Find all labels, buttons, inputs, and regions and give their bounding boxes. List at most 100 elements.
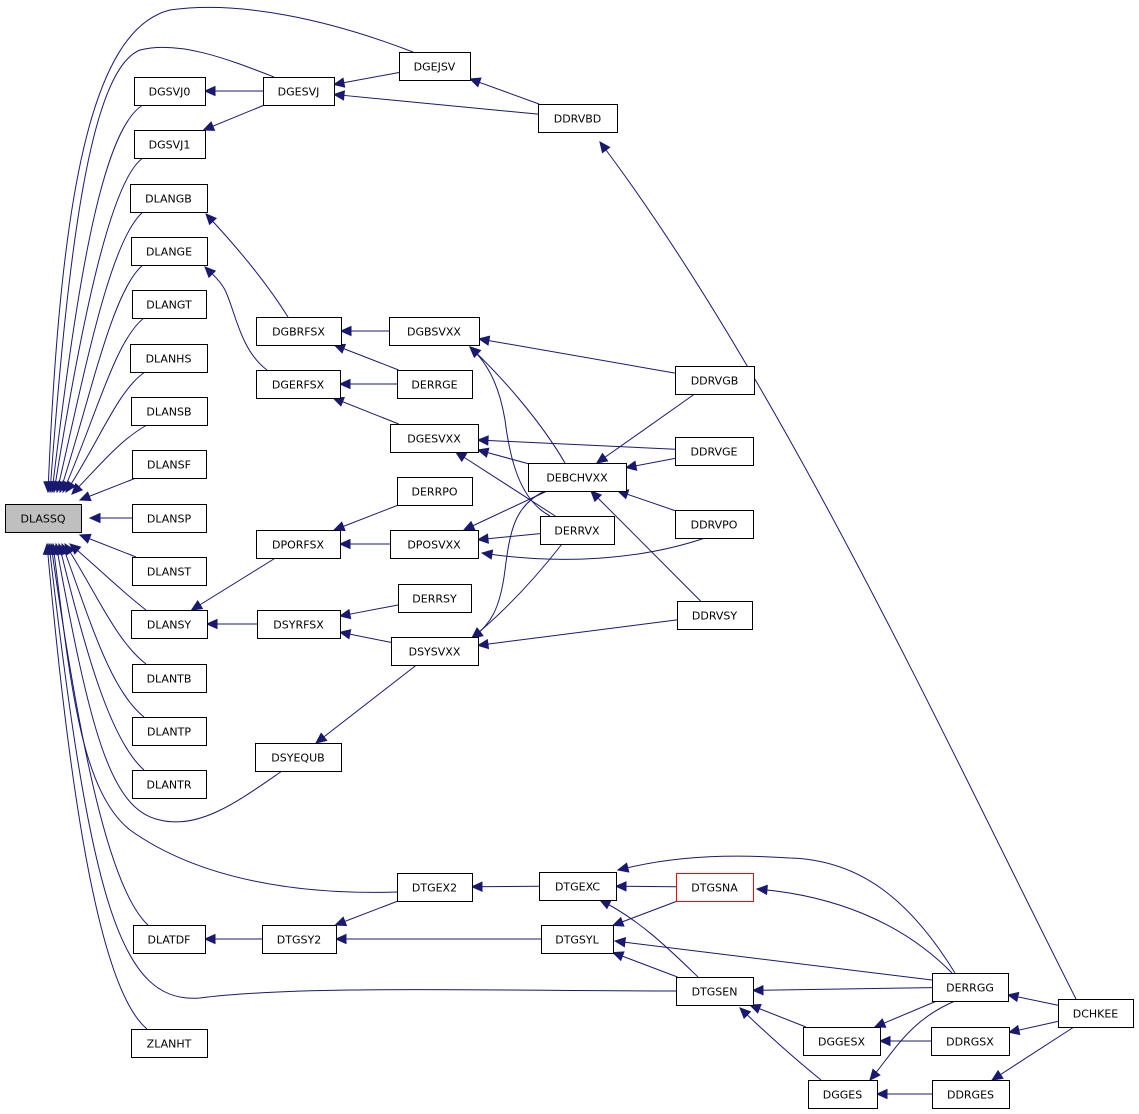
edge-ddrges-to-dgges (875, 1088, 932, 1100)
node-label: DTGSEN (692, 986, 738, 999)
node-label: DGESVJ (278, 86, 320, 99)
node-debchvxx[interactable]: DEBCHVXX (528, 463, 627, 492)
edge-derrpo-to-dporfsx (332, 504, 399, 532)
edge-derrge-to-dgerfsx (338, 378, 397, 390)
node-label: DDRVSY (692, 610, 737, 623)
node-dporfsx[interactable]: DPORFSX (256, 530, 341, 559)
node-box (131, 237, 208, 266)
edge-line (334, 344, 399, 371)
edge-dgsvj0-to-dlassq (48, 104, 144, 494)
edge-line (612, 900, 678, 926)
node-dtgex2[interactable]: DTGEX2 (397, 873, 473, 902)
node-dlangb[interactable]: DLANGB (130, 184, 208, 213)
edge-line (64, 543, 147, 665)
node-dlansy[interactable]: DLANSY (131, 610, 208, 639)
arrowhead-icon (878, 1035, 891, 1047)
node-ddrvgb[interactable]: DDRVGB (675, 366, 755, 395)
node-box (257, 610, 341, 639)
arrowhead-icon (338, 629, 352, 640)
node-dgsvj1[interactable]: DGSVJ1 (134, 130, 206, 159)
node-dgesvj[interactable]: DGESVJ (263, 77, 335, 106)
edge-ddrvsy-to-dsysvxx (476, 619, 678, 650)
node-dgsvj0[interactable]: DGSVJ0 (134, 77, 206, 106)
node-dtgexc[interactable]: DTGEXC (539, 872, 617, 901)
node-dlansb[interactable]: DLANSB (131, 397, 208, 426)
node-dlange[interactable]: DLANGE (131, 237, 208, 266)
node-dlatdf[interactable]: DLATDF (133, 925, 206, 954)
node-dtgsen[interactable]: DTGSEN (676, 977, 754, 1006)
node-derrgg[interactable]: DERRGG (932, 973, 1009, 1002)
node-dlansf[interactable]: DLANSF (132, 450, 207, 479)
edge-line (333, 397, 399, 425)
node-ddrgsx[interactable]: DDRGSX (931, 1027, 1010, 1056)
edge-dlanhs-to-dlassq (65, 371, 146, 494)
node-dgejsv[interactable]: DGEJSV (399, 52, 471, 81)
arrowhead-icon (88, 512, 101, 524)
node-label: DLANSF (147, 459, 191, 472)
node-ddrges[interactable]: DDRGES (932, 1080, 1010, 1109)
edge-debchvxx-to-dgbsvxx (469, 346, 566, 464)
arrowhead-icon (875, 1088, 888, 1100)
edge-ddrvpo-to-dposvxx (480, 537, 706, 560)
node-dgges[interactable]: DGGES (808, 1080, 878, 1109)
edge-ddrvge-to-debchvxx (624, 457, 676, 471)
edge-line (471, 543, 563, 639)
node-dlantb[interactable]: DLANTB (132, 664, 207, 693)
arrowhead-icon (469, 346, 482, 358)
node-dlansp[interactable]: DLANSP (132, 504, 207, 533)
node-box (676, 873, 754, 902)
arrowhead-icon (334, 933, 347, 945)
node-box (389, 317, 480, 346)
node-dggesx[interactable]: DGGESX (803, 1027, 881, 1056)
node-ddrvpo[interactable]: DDRVPO (675, 510, 754, 539)
arrowhead-icon (624, 460, 638, 471)
node-box (131, 610, 208, 639)
edge-dporfsx-to-dlansy (190, 557, 276, 611)
node-box (541, 925, 614, 954)
node-derrsy[interactable]: DERRSY (398, 584, 472, 613)
node-dtgsy2[interactable]: DTGSY2 (262, 925, 337, 954)
node-box (675, 437, 754, 466)
arrowhead-icon (476, 638, 490, 650)
edge-line (203, 104, 265, 131)
node-dgbrfsx[interactable]: DGBRFSX (256, 317, 342, 346)
node-dgesvxx[interactable]: DGESVXX (390, 424, 479, 453)
node-dlantp[interactable]: DLANTP (132, 717, 207, 746)
node-dlangt[interactable]: DLANGT (132, 290, 207, 319)
nodes-layer: DLASSQDGSVJ0DGSVJ1DGESVJDGEJSVDDRVBDDLAN… (5, 52, 1134, 1109)
edge-line (481, 537, 706, 560)
node-dlantr[interactable]: DLANTR (132, 770, 207, 799)
node-label: DGESVXX (407, 433, 461, 446)
node-dsyequb[interactable]: DSYEQUB (255, 743, 342, 772)
node-label: DERRGE (411, 379, 457, 392)
edge-line (56, 211, 144, 493)
node-dgerfsx[interactable]: DGERFSX (256, 370, 341, 399)
edge-derrvx-to-dgbsvxx (469, 346, 551, 517)
node-dlanst[interactable]: DLANST (132, 557, 207, 586)
node-dtgsna[interactable]: DTGSNA (676, 873, 754, 902)
node-ddrvge[interactable]: DDRVGE (675, 437, 754, 466)
edge-line (599, 141, 1077, 1000)
node-ddrvsy[interactable]: DDRVSY (677, 601, 753, 630)
node-zlanht[interactable]: ZLANHT (131, 1029, 208, 1058)
node-dlanhs[interactable]: DLANHS (130, 344, 208, 373)
node-derrpo[interactable]: DERRPO (397, 477, 473, 506)
edge-dlangb-to-dlassq (54, 211, 144, 494)
node-derrge[interactable]: DERRGE (397, 370, 473, 399)
node-dsyrfsx[interactable]: DSYRFSX (257, 610, 341, 639)
node-dsysvxx[interactable]: DSYSVXX (391, 637, 479, 666)
node-label: DLANTR (147, 779, 192, 792)
node-dchkee[interactable]: DCHKEE (1058, 999, 1134, 1028)
node-box (399, 52, 471, 81)
edge-line (52, 543, 398, 893)
edge-derrgg-to-dgges (869, 1000, 956, 1081)
node-dgbsvxx[interactable]: DGBSVXX (389, 317, 480, 346)
node-ddrvbd[interactable]: DDRVBD (538, 104, 618, 133)
node-derrvx[interactable]: DERRVX (540, 516, 615, 545)
edge-derrge-to-dgbrfsx (333, 343, 399, 371)
node-dposvxx[interactable]: DPOSVXX (390, 530, 479, 559)
edge-dlansp-to-dlassq (88, 512, 132, 524)
node-box (539, 872, 617, 901)
node-dtgsyl[interactable]: DTGSYL (541, 925, 614, 954)
